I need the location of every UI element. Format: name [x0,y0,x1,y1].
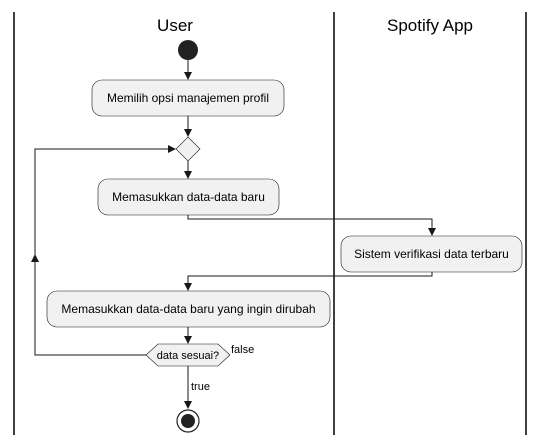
decision-node-label: data sesuai? [157,350,219,362]
lane-title-spotify-app: Spotify App [387,16,473,35]
edge-enter-data-to-verify [187,215,433,232]
edge-label-false: false [231,344,254,356]
activity-choose-profile-option-label: Memilih opsi manajemen profil [107,91,269,105]
arrow-head [184,283,192,291]
arrow-head-right [168,145,176,153]
lane-title-user: User [157,16,193,35]
arrow-head-up [31,254,39,262]
edge-loop-back [34,148,172,356]
activity-system-verify-label: Sistem verifikasi data terbaru [354,247,509,261]
start-node [178,40,198,60]
edge-verify-to-enter-changed [187,272,433,287]
arrow-head [428,228,436,236]
arrow-head [184,129,192,137]
merge-node [175,136,201,162]
arrow-head [184,401,192,409]
arrow-head [184,72,192,80]
activity-enter-changed-data-label: Memasukkan data-data baru yang ingin dir… [61,302,315,316]
edge-label-true: true [191,381,210,393]
activity-enter-new-data-label: Memasukkan data-data baru [112,190,265,204]
arrow-head [184,336,192,344]
end-node-core [181,414,195,428]
arrow-head [184,171,192,179]
